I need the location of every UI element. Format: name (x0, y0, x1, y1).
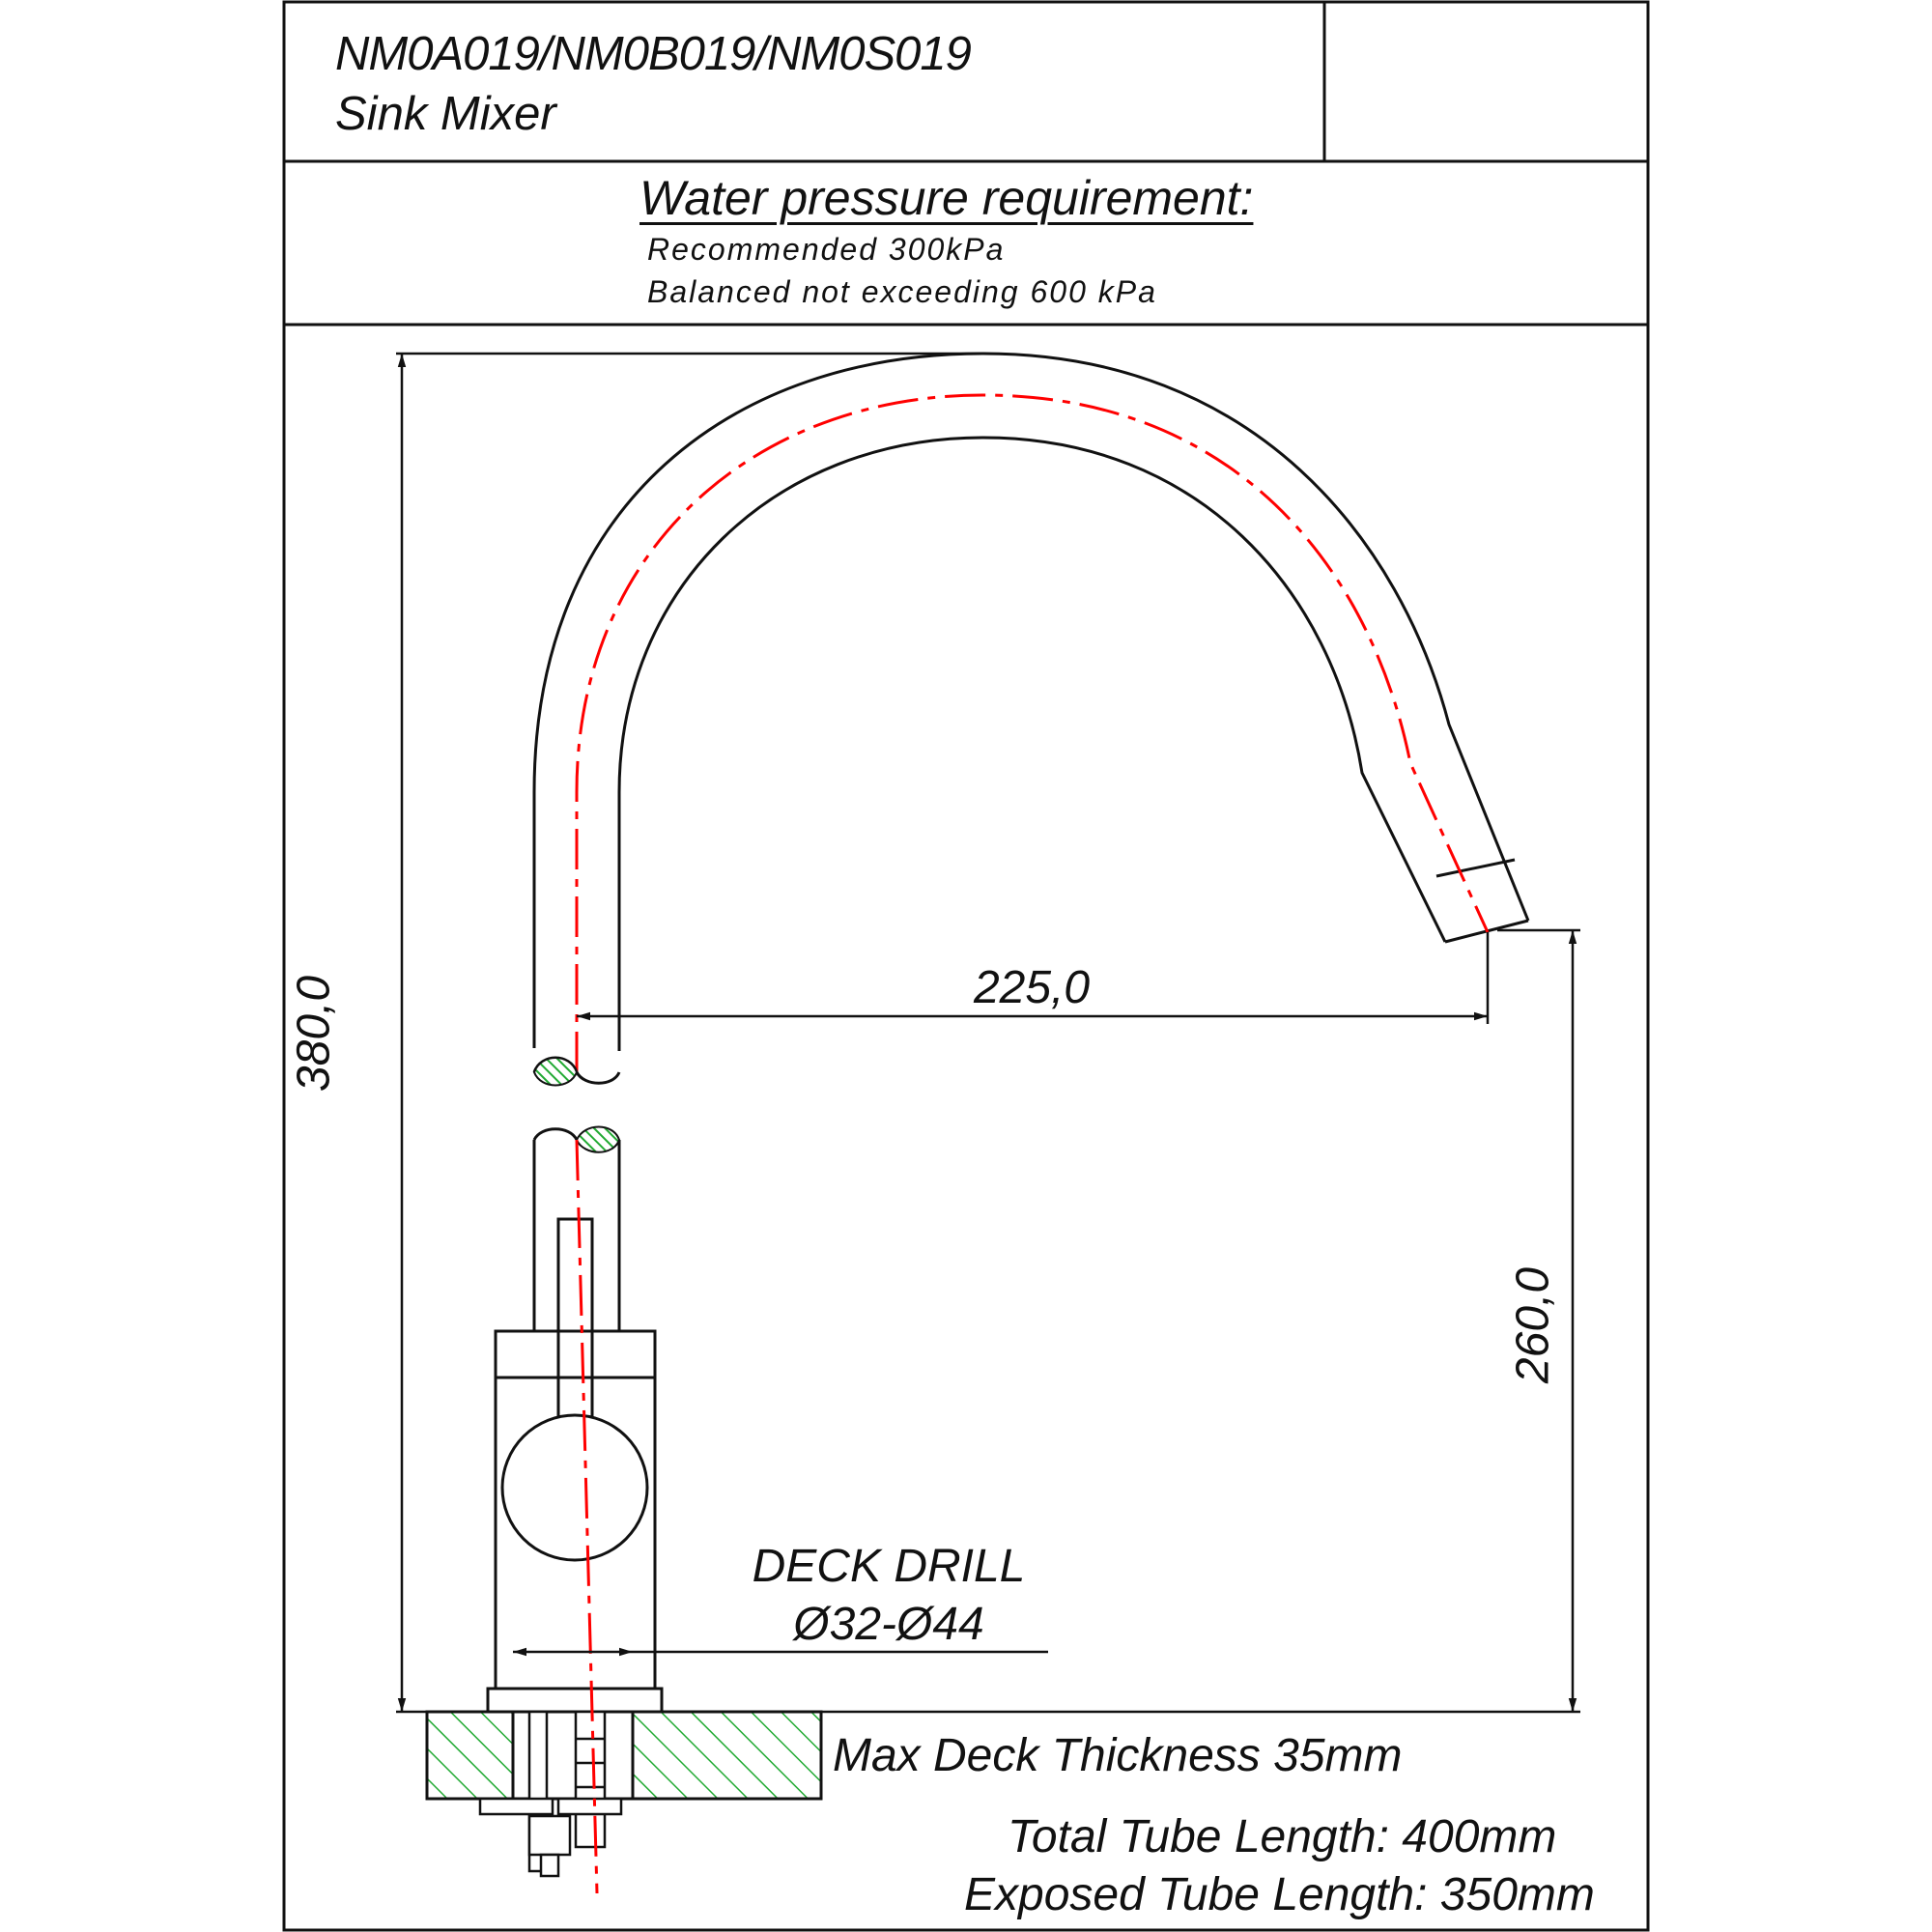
dimension-outlet-height (821, 928, 1580, 1714)
max-deck-thickness: Max Deck Thickness 35mm (833, 1730, 1403, 1781)
outlet-height-label: 260,0 (1507, 1266, 1559, 1384)
tube-break-symbol (532, 1056, 621, 1153)
model-codes: NM0A019/NM0B019/NM0S019 (335, 28, 972, 80)
pressure-heading: Water pressure requirement: (639, 171, 1254, 225)
spout (532, 352, 1530, 1051)
total-tube-length: Total Tube Length: 400mm (1008, 1811, 1557, 1862)
dimension-total-height (396, 352, 983, 1714)
spout-reach-label: 225,0 (973, 962, 1091, 1013)
deck-drill-range: Ø32-Ø44 (793, 1599, 984, 1650)
sheet-border (282, 0, 1650, 1932)
fixing-hardware (478, 1710, 623, 1878)
pressure-balanced: Balanced not exceeding 600 kPa (647, 274, 1157, 309)
mixer-body (486, 1140, 664, 1714)
body-centerline (575, 1139, 599, 1894)
product-name: Sink Mixer (335, 88, 556, 140)
dimension-spout-reach (577, 932, 1490, 1024)
deck-drill-label: DECK DRILL (752, 1541, 1026, 1592)
total-height-label: 380,0 (288, 975, 340, 1093)
exposed-tube-length: Exposed Tube Length: 350mm (964, 1869, 1595, 1920)
pressure-recommended: Recommended 300kPa (647, 232, 1006, 267)
deck-section (425, 1710, 823, 1801)
spout-centerline (575, 393, 1490, 1072)
